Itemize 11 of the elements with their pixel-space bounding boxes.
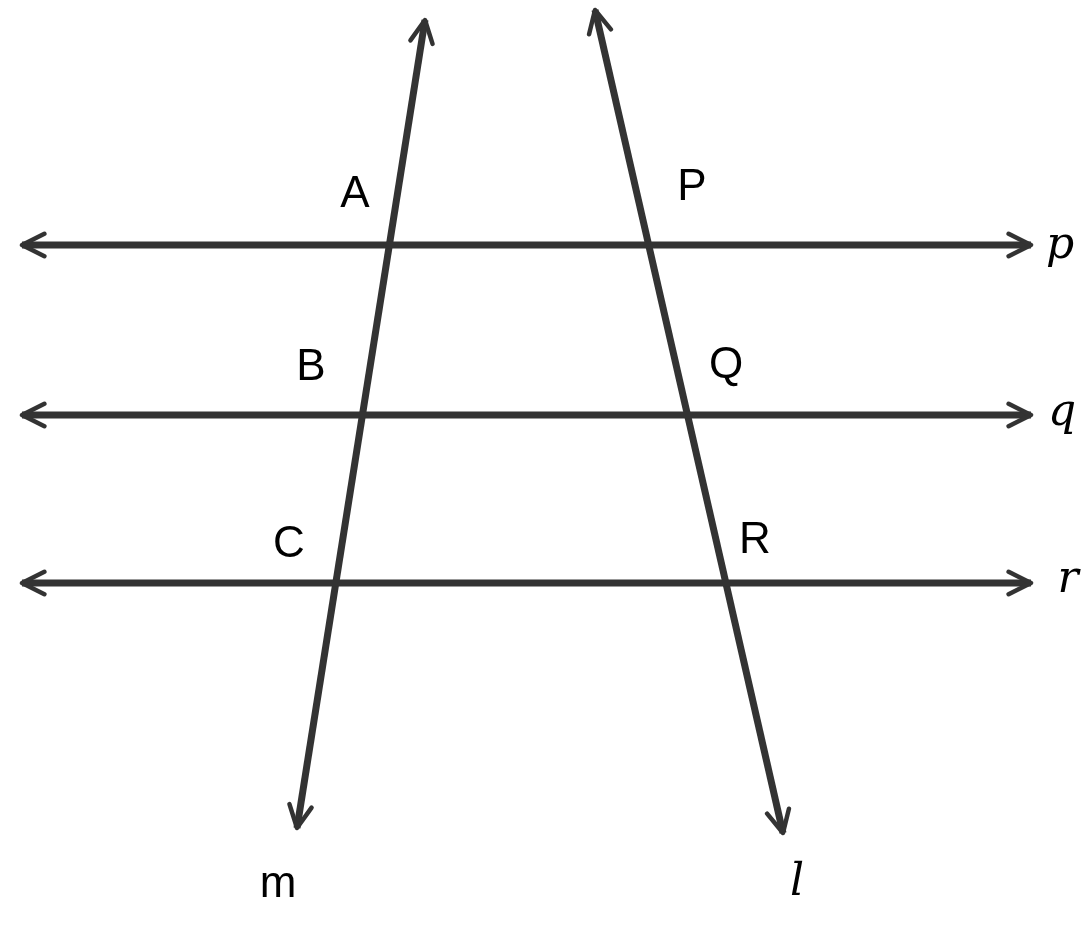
point-label: C xyxy=(273,520,305,564)
point-label: P xyxy=(677,163,707,207)
point-label: Q xyxy=(708,341,744,385)
line-name: p xyxy=(1045,221,1075,265)
point-label: A xyxy=(340,170,370,214)
line-name: q xyxy=(1047,388,1077,432)
line-name: l xyxy=(789,858,805,902)
point-label: B xyxy=(296,343,326,387)
point-label: R xyxy=(739,516,771,560)
line-name: r xyxy=(1057,555,1079,599)
point-label: m xyxy=(259,860,297,904)
